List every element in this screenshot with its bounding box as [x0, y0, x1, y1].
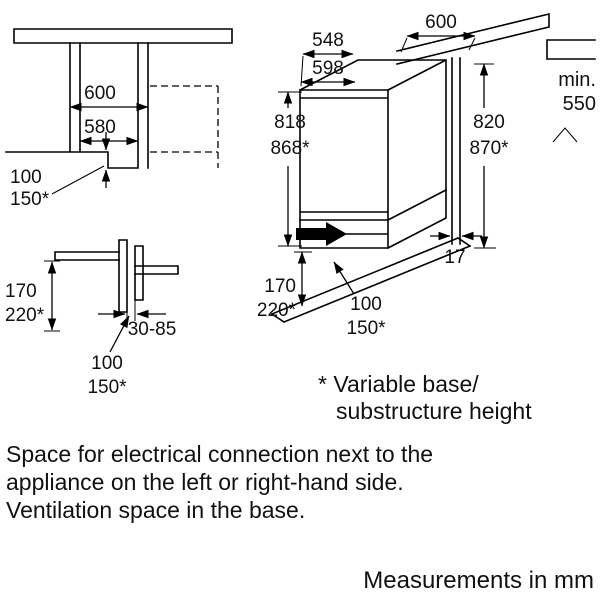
plinth-board-lines: [54, 251, 179, 275]
appliance-front-face: [299, 89, 389, 221]
dim-600-top-label: 600: [425, 12, 457, 33]
description-block: Space for electrical connection next to …: [6, 441, 433, 523]
min-label: min.: [558, 69, 596, 91]
dim-868-label: 868*: [270, 138, 310, 159]
dim-30-85-label: 30-85: [128, 319, 177, 340]
hidden-appliance-outline: [150, 85, 219, 168]
dim-100-150-leader: [51, 165, 105, 195]
dim-600-top-ext: [400, 37, 476, 53]
corner-mark: [552, 127, 578, 143]
appliance-top-side-faces: [298, 59, 447, 222]
appliance-plinth-lines: [299, 189, 447, 250]
dim-17-label: 17: [444, 247, 465, 268]
dim-220-label: 220*: [5, 305, 45, 326]
dim-820-label: 820: [473, 112, 505, 133]
dim-598-label: 598: [312, 58, 344, 79]
dim-818-868-ticks: [278, 91, 302, 247]
description-line1: Space for electrical connection next to …: [6, 441, 433, 467]
worktop-perspective-lines: [396, 13, 550, 65]
dim-220-label-right: 220*: [257, 300, 297, 321]
dim-100-label: 100: [10, 167, 42, 188]
units-note: Measurements in mm: [363, 567, 594, 594]
front-view: 600 580 100 150*: [5, 28, 233, 210]
dim-150-label-right: 150*: [346, 318, 386, 339]
dim-870-label: 870*: [469, 138, 509, 159]
dim-170-label-right: 170: [264, 276, 296, 297]
dim-150-label: 150*: [10, 189, 50, 210]
dim-548-label: 548: [312, 30, 344, 51]
dim-100-label-lower: 100: [91, 353, 123, 374]
description-line3: Ventilation space in the base.: [6, 497, 305, 523]
airflow-arrow: [296, 222, 347, 246]
floor-base-lines: [270, 236, 472, 324]
worktop-lines: [13, 28, 233, 44]
dim-150-label-lower: 150*: [87, 377, 127, 398]
dim-550-label: 550: [563, 93, 596, 115]
footnote-block: * Variable base/ substructure height: [318, 371, 532, 424]
dim-100-label-right: 100: [350, 294, 382, 315]
dim-100-150-leader-arrow: [109, 315, 130, 353]
niche-wall-lines: [5, 42, 149, 169]
footnote-line1: * Variable base/: [318, 371, 479, 397]
description-line2: appliance on the left or right-hand side…: [6, 469, 404, 495]
side-panel-end-lines: [546, 39, 596, 60]
dim-818-label: 818: [274, 112, 306, 133]
vent-channel-lines: [118, 239, 144, 313]
dim-170-220-ticks: [44, 260, 60, 332]
dim-100-150-leader-right: [333, 261, 355, 295]
niche-side-wall-lines: [451, 57, 461, 245]
dim-580-label: 580: [84, 117, 116, 138]
perspective-view: 548 598 600 min. 550 818 868* 820 870* 1…: [257, 12, 596, 339]
plinth-detail: 170 220* 30-85 100 150*: [5, 239, 179, 398]
dim-600-label: 600: [84, 83, 116, 104]
dim-820-870-ticks: [474, 63, 496, 249]
dim-170-label: 170: [5, 281, 37, 302]
footnote-line2: substructure height: [336, 398, 532, 424]
